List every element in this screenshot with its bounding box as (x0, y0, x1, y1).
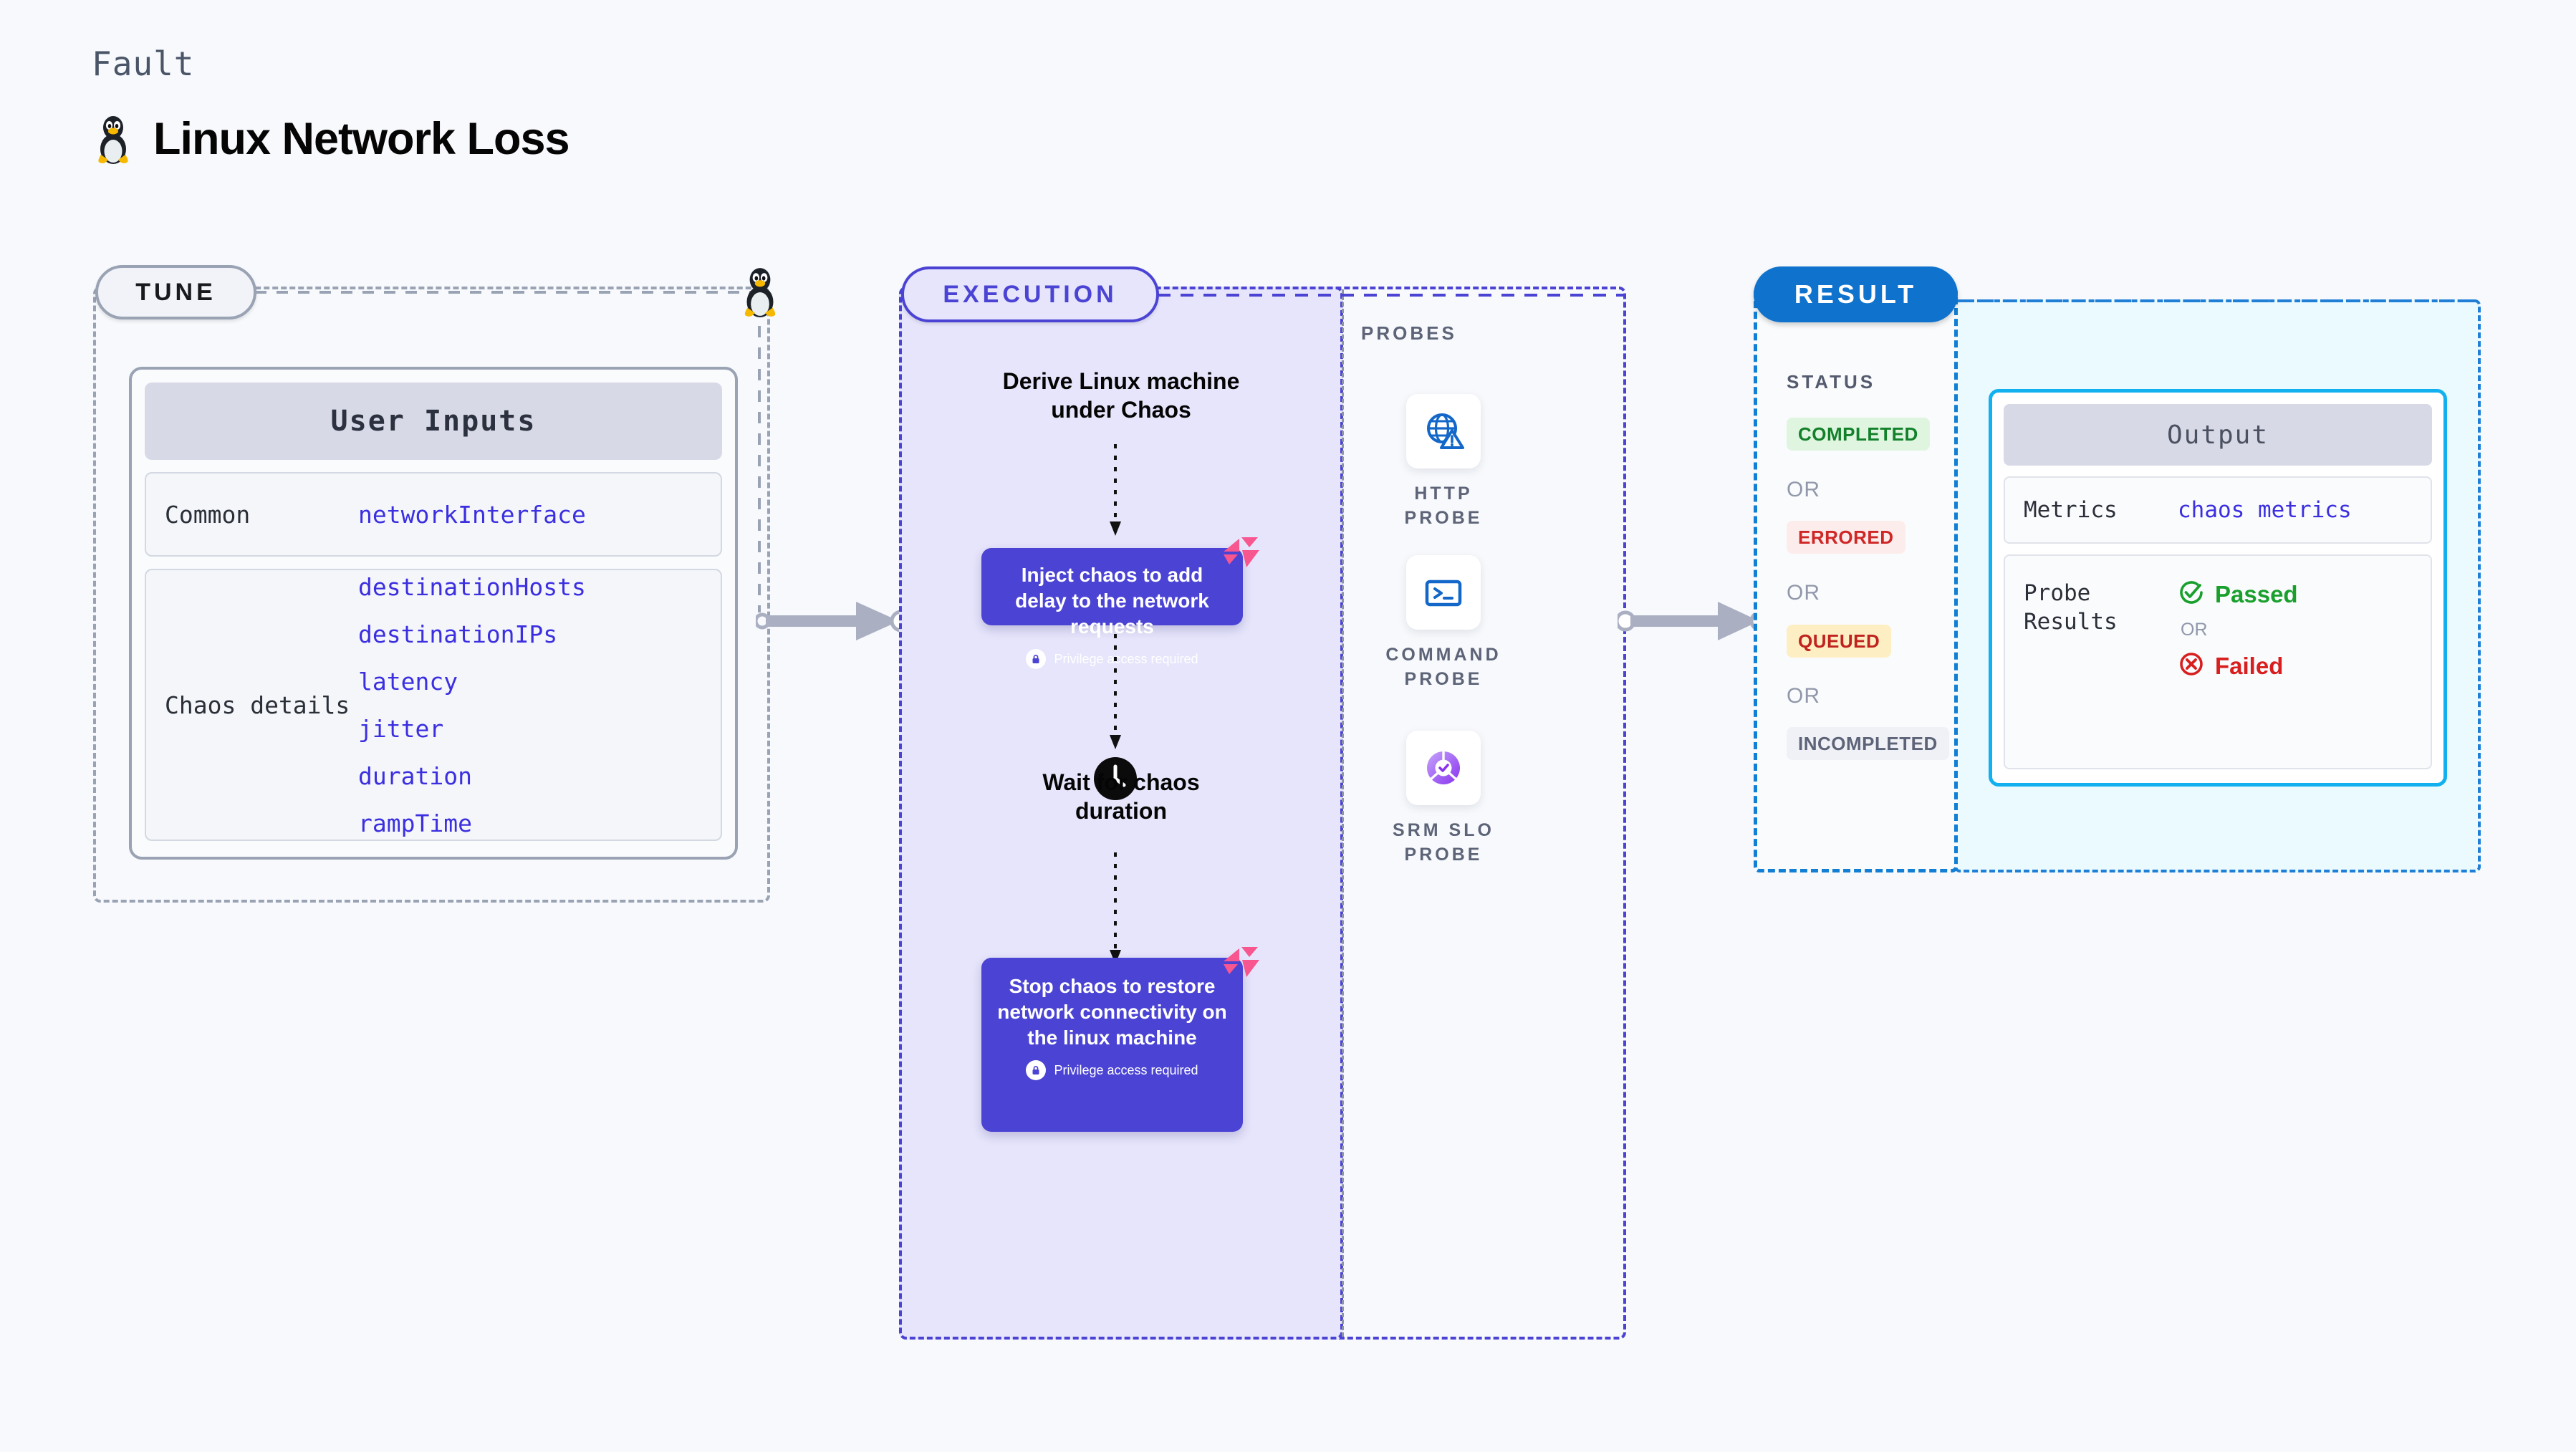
execution-node-stop-chaos[interactable]: Stop chaos to restore network connectivi… (981, 958, 1243, 1132)
or-separator: OR (1787, 581, 1820, 605)
fault-eyebrow-label: Fault (92, 44, 195, 83)
arrow-wait-to-stop (1110, 852, 1121, 964)
or-separator: OR (1787, 478, 1820, 501)
privilege-note-label: Privilege access required (1054, 651, 1198, 666)
output-card-title: Output (2004, 404, 2432, 466)
fault-title-row: Linux Network Loss (92, 113, 570, 165)
slo-donut-check-icon (1406, 731, 1481, 805)
probe-http[interactable]: HTTP PROBE (1372, 394, 1515, 531)
metrics-label: Metrics (2024, 496, 2118, 523)
chaos-badge-icon (1222, 946, 1261, 979)
param-row-label: Common (165, 500, 251, 529)
probe-label: COMMAND PROBE (1385, 645, 1501, 689)
param-row-common: Common networkInterface (145, 472, 722, 557)
probe-label: HTTP PROBE (1404, 484, 1483, 528)
param-value[interactable]: destinationIPs (358, 620, 558, 648)
probe-label: SRM SLO PROBE (1393, 820, 1494, 865)
stage-pill-tune[interactable]: TUNE (95, 265, 256, 319)
status-section-label: STATUS (1787, 371, 1876, 393)
derive-machine-title: Derive Linux machine under Chaos (971, 367, 1272, 425)
execution-node-inject-chaos[interactable]: Inject chaos to add delay to the network… (981, 548, 1243, 670)
lock-icon (1026, 1060, 1047, 1081)
param-value[interactable]: latency (358, 667, 458, 696)
check-circle-icon (2178, 579, 2205, 610)
arrow-inject-to-wait (1110, 634, 1121, 749)
passed-label: Passed (2215, 580, 2298, 607)
globe-warning-icon (1406, 394, 1481, 468)
param-value[interactable]: duration (358, 761, 472, 790)
metrics-value[interactable]: chaos metrics (2178, 497, 2352, 523)
execution-pill-dashed-line (1158, 294, 1623, 297)
wait-duration-label: Wait for chaos duration (1042, 769, 1200, 824)
privilege-note-row: Privilege access required (997, 649, 1227, 670)
connector-tune-to-execution (756, 602, 910, 640)
param-value[interactable]: destinationHosts (358, 572, 586, 601)
output-probe-results-row: Probe Results Passed OR (2004, 554, 2432, 769)
arrow-derive-to-inject (1110, 444, 1121, 536)
probes-section-label: PROBES (1361, 322, 1457, 344)
failed-label: Failed (2215, 652, 2284, 679)
status-badge-completed: COMPLETED (1787, 418, 1930, 451)
execution-panel (899, 287, 1343, 1340)
probe-result-failed: Failed (2178, 650, 2298, 681)
or-separator: OR (2181, 620, 2208, 640)
user-inputs-card: User Inputs Common networkInterface Chao… (129, 367, 738, 860)
status-badge-queued: QUEUED (1787, 625, 1892, 658)
wait-duration-title: Wait for chaos duration (971, 768, 1272, 826)
probe-results-label: Probe Results (2024, 580, 2118, 635)
linux-penguin-icon (738, 265, 782, 322)
probes-divider (1342, 289, 1344, 1337)
probe-srm-slo[interactable]: SRM SLO PROBE (1372, 731, 1515, 867)
penguin-vertical-dashed-line (758, 326, 761, 612)
page-header: Fault Linux Network Loss (92, 44, 570, 165)
terminal-icon (1406, 555, 1481, 630)
stage-pill-execution[interactable]: EXECUTION (901, 266, 1159, 322)
status-badge-errored: ERRORED (1787, 521, 1905, 554)
linux-penguin-icon (92, 113, 135, 165)
or-separator: OR (1787, 684, 1820, 708)
clock-icon (1089, 752, 1142, 809)
privilege-note-row: Privilege access required (997, 1060, 1227, 1081)
chaos-badge-icon (1222, 536, 1261, 569)
probe-command[interactable]: COMMAND PROBE (1372, 555, 1515, 692)
stage-pill-result[interactable]: RESULT (1754, 266, 1958, 322)
connector-execution-to-result (1618, 602, 1771, 640)
result-pill-dashed-line (1958, 299, 2475, 302)
node-title: Stop chaos to restore network connectivi… (997, 975, 1227, 1049)
result-panel (1754, 287, 1958, 872)
privilege-note-label: Privilege access required (1054, 1062, 1198, 1077)
node-title: Inject chaos to add delay to the network… (1015, 564, 1209, 638)
page-title: Linux Network Loss (153, 114, 570, 164)
derive-machine-label: Derive Linux machine under Chaos (1002, 368, 1240, 423)
tune-to-penguin-dashed-line (255, 291, 756, 294)
output-metrics-row: Metrics chaos metrics (2004, 476, 2432, 544)
tune-panel (93, 287, 770, 903)
output-card: Output Metrics chaos metrics Probe Resul… (1989, 389, 2447, 787)
lock-icon (1026, 649, 1047, 670)
user-inputs-title: User Inputs (145, 383, 722, 460)
param-value[interactable]: jitter (358, 714, 444, 743)
x-circle-icon (2178, 650, 2205, 681)
param-row-label: Chaos details (165, 691, 350, 719)
param-row-chaos-details: Chaos details destinationHosts destinati… (145, 569, 722, 841)
param-value[interactable]: networkInterface (358, 500, 586, 529)
probe-result-passed: Passed (2178, 579, 2298, 610)
status-badge-incompleted: INCOMPLETED (1787, 727, 1949, 760)
param-value[interactable]: rampTime (358, 809, 472, 837)
